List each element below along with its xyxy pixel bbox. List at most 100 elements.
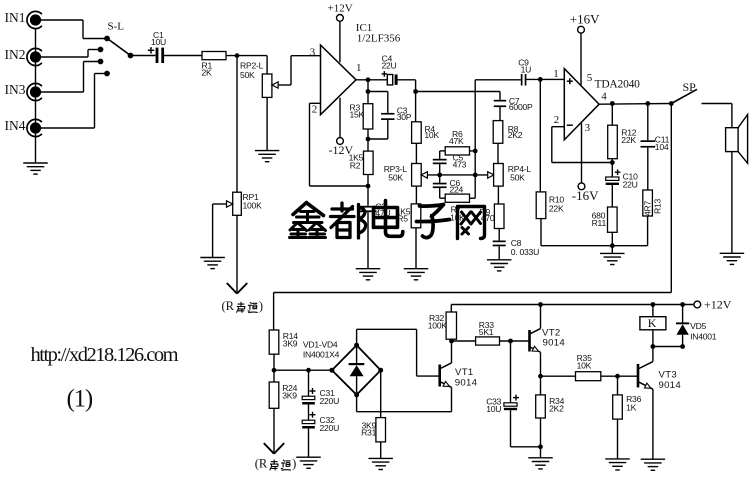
svg-text:R12: R12 <box>621 128 636 138</box>
svg-text:5: 5 <box>587 72 593 84</box>
svg-text:R1: R1 <box>202 61 213 71</box>
svg-text:VT2: VT2 <box>542 327 561 338</box>
svg-text:+16V: +16V <box>570 11 600 26</box>
svg-text:R32: R32 <box>429 313 444 323</box>
svg-text:IC1: IC1 <box>356 22 373 34</box>
svg-text:C4: C4 <box>382 53 393 63</box>
svg-text:470: 470 <box>481 213 495 223</box>
svg-text:220U: 220U <box>320 423 340 433</box>
svg-text:R14: R14 <box>283 331 298 341</box>
svg-text:VD5: VD5 <box>690 321 706 331</box>
svg-text:R33: R33 <box>479 320 494 330</box>
svg-text:50K: 50K <box>510 172 525 182</box>
svg-text:C33: C33 <box>486 397 501 407</box>
svg-text:2K2: 2K2 <box>508 130 523 140</box>
svg-text:C10: C10 <box>623 172 638 182</box>
svg-text:VT1: VT1 <box>455 367 474 378</box>
svg-text:R24: R24 <box>282 383 297 393</box>
svg-text:22U: 22U <box>623 179 638 189</box>
svg-text:R5: R5 <box>397 214 408 224</box>
svg-text:30P: 30P <box>397 112 412 122</box>
svg-text:2K: 2K <box>202 68 213 78</box>
svg-text:(R: (R <box>222 299 235 313</box>
svg-text:100K: 100K <box>243 201 263 211</box>
svg-text:3: 3 <box>585 122 591 134</box>
svg-text:1/2LF356: 1/2LF356 <box>357 33 401 45</box>
svg-text:-12V: -12V <box>329 143 354 157</box>
svg-text:K: K <box>648 316 657 330</box>
svg-text:3: 3 <box>310 46 316 58</box>
svg-text:15K: 15K <box>350 110 365 120</box>
svg-text:TDA2040: TDA2040 <box>595 78 641 90</box>
svg-text:IN3: IN3 <box>5 82 26 97</box>
svg-text:): ) <box>292 456 296 470</box>
svg-text:3K9: 3K9 <box>282 390 297 400</box>
svg-text:R8: R8 <box>508 124 519 134</box>
svg-text:IN4: IN4 <box>5 118 26 133</box>
svg-text:R35: R35 <box>577 353 592 363</box>
svg-text:(1): (1) <box>67 385 93 412</box>
svg-text:C31: C31 <box>320 388 335 398</box>
svg-text:+12V: +12V <box>328 3 353 15</box>
svg-text:RP4-L: RP4-L <box>508 164 532 174</box>
svg-text:9014: 9014 <box>455 377 478 388</box>
svg-text:R11: R11 <box>592 218 607 228</box>
svg-text:1K: 1K <box>626 402 637 412</box>
svg-text:50K: 50K <box>240 70 255 80</box>
svg-text:IN2: IN2 <box>5 47 26 62</box>
svg-text:6000P: 6000P <box>509 102 533 112</box>
svg-text:4R7: 4R7 <box>643 201 653 216</box>
svg-text:-16V: -16V <box>572 188 599 203</box>
svg-text:R34: R34 <box>549 396 564 406</box>
svg-text:R31: R31 <box>361 428 376 438</box>
svg-text:VD1-VD4: VD1-VD4 <box>303 339 338 349</box>
svg-text:224: 224 <box>450 184 464 194</box>
svg-text:IN4001: IN4001 <box>690 332 717 342</box>
svg-text:http://xd218.126.com: http://xd218.126.com <box>31 344 179 366</box>
svg-text:R10: R10 <box>549 195 564 205</box>
svg-text:C8: C8 <box>511 238 522 248</box>
svg-text:R13: R13 <box>653 199 663 214</box>
svg-text:+12V: +12V <box>704 298 732 312</box>
svg-text:22K: 22K <box>549 203 564 213</box>
svg-text:(R: (R <box>255 456 268 470</box>
svg-text:IN4001X4: IN4001X4 <box>303 349 340 359</box>
svg-text:680: 680 <box>592 211 606 221</box>
svg-text:C6: C6 <box>450 178 461 188</box>
svg-text:22U: 22U <box>382 60 397 70</box>
svg-text:5K1: 5K1 <box>479 327 494 337</box>
svg-text:RP1: RP1 <box>243 192 259 202</box>
svg-text:C3: C3 <box>397 105 408 115</box>
svg-text:47K: 47K <box>449 136 464 146</box>
svg-text:47U: 47U <box>375 208 390 218</box>
svg-text:104: 104 <box>655 142 669 152</box>
svg-text:C7: C7 <box>509 96 520 106</box>
svg-text:10U: 10U <box>486 404 501 414</box>
svg-text:R6: R6 <box>452 129 463 139</box>
svg-text:C1: C1 <box>153 30 164 40</box>
svg-text:1: 1 <box>356 62 362 74</box>
svg-text:C11: C11 <box>655 135 670 145</box>
svg-text:3K9: 3K9 <box>362 420 377 430</box>
svg-text:50K: 50K <box>388 172 403 182</box>
svg-text:10U: 10U <box>151 37 166 47</box>
svg-text:4: 4 <box>601 90 607 102</box>
svg-text:C5: C5 <box>453 153 464 163</box>
svg-text:220U: 220U <box>320 396 340 406</box>
svg-text:10K: 10K <box>424 130 439 140</box>
svg-text:10K: 10K <box>577 361 592 371</box>
svg-text:0. 033U: 0. 033U <box>511 247 539 257</box>
svg-text:): ) <box>259 299 263 313</box>
svg-text:C9: C9 <box>518 58 529 68</box>
svg-text:IN1: IN1 <box>5 10 26 25</box>
svg-text:R2: R2 <box>350 161 361 171</box>
svg-text:22K: 22K <box>621 135 636 145</box>
svg-text:100K: 100K <box>428 321 448 331</box>
svg-text:9014: 9014 <box>543 338 566 349</box>
svg-text:9014: 9014 <box>659 380 682 391</box>
svg-text:R4: R4 <box>424 124 435 134</box>
svg-text:1U: 1U <box>521 64 532 74</box>
svg-text:VT3: VT3 <box>659 370 678 381</box>
svg-text:3K9: 3K9 <box>283 339 298 349</box>
svg-text:2K2: 2K2 <box>549 404 564 414</box>
